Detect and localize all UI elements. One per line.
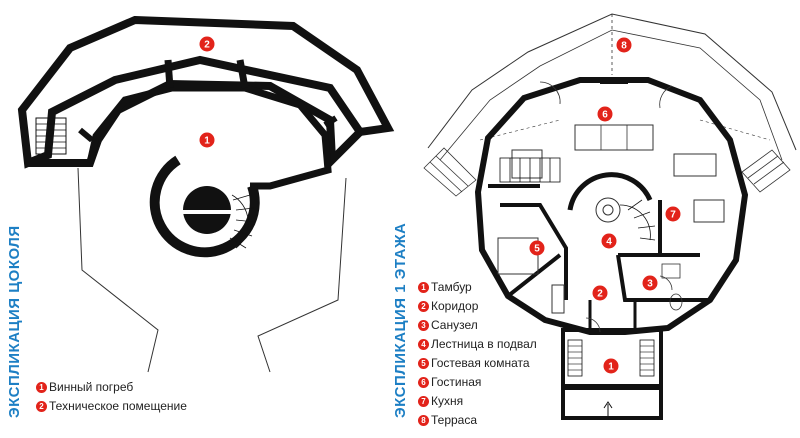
legend-label: Терраса (431, 413, 478, 427)
marker-basement-1: 1 (199, 132, 215, 148)
legend-item: 2 Техническое помещение (36, 397, 187, 416)
legend-number: 1 (418, 282, 429, 293)
basement-stair-left (35, 117, 67, 155)
legend-number: 1 (36, 382, 47, 393)
basement-legend: 1 Винный погреб 2 Техническое помещение (36, 378, 187, 416)
basement-plan (17, 15, 395, 373)
basement-outer-wall (17, 15, 395, 169)
marker-ff-1: 1 (603, 358, 619, 374)
legend-label: Тамбур (431, 280, 472, 294)
interior-wall-core (567, 172, 653, 211)
legend-item: 6 Гостиная (418, 373, 537, 392)
basement-outline (77, 167, 159, 373)
legend-item: 5 Гостевая комната (418, 354, 537, 373)
svg-text:1: 1 (608, 362, 614, 373)
svg-text:2: 2 (597, 289, 603, 300)
legend-label: Винный погреб (49, 380, 134, 394)
svg-text:8: 8 (621, 41, 627, 52)
basement-cellar-wall (86, 84, 332, 190)
legend-number: 6 (418, 377, 429, 388)
legend-number: 3 (418, 320, 429, 331)
legend-item: 2 Коридор (418, 297, 537, 316)
legend-number: 2 (418, 301, 429, 312)
svg-text:3: 3 (647, 279, 653, 290)
marker-ff-5: 5 (529, 240, 545, 256)
legend-item: 7 Кухня (418, 392, 537, 411)
legend-label: Лестница в подвал (431, 337, 537, 351)
legend-label: Санузел (431, 318, 478, 332)
legend-item: 1 Тамбур (418, 278, 537, 297)
legend-label: Техническое помещение (49, 399, 187, 413)
basement-tower-wall (149, 155, 260, 258)
legend-label: Коридор (431, 299, 479, 313)
legend-number: 2 (36, 401, 47, 412)
legend-item: 1 Винный погреб (36, 378, 187, 397)
basement-outline-right (257, 177, 347, 373)
vestibule (561, 328, 663, 420)
svg-text:2: 2 (204, 40, 210, 51)
legend-label: Гостиная (431, 375, 482, 389)
marker-ff-3: 3 (642, 275, 658, 291)
legend-item: 8 Терраса (418, 411, 537, 430)
first-floor-markers: 8 6 7 5 4 3 2 1 (529, 37, 681, 374)
legend-number: 5 (418, 358, 429, 369)
first-floor-stair-left (499, 157, 561, 183)
terrace-steps-left (423, 147, 477, 197)
first-floor-plan (423, 13, 797, 420)
legend-number: 7 (418, 396, 429, 407)
interior-wall-corridor (588, 300, 637, 332)
basement-markers: 2 1 (199, 36, 215, 148)
marker-ff-7: 7 (665, 206, 681, 222)
first-floor-title: ЭКСПЛИКАЦИЯ 1 ЭТАЖА (392, 222, 409, 418)
svg-text:4: 4 (606, 237, 612, 248)
marker-ff-2: 2 (592, 285, 608, 301)
terrace-steps-right (741, 149, 791, 193)
legend-number: 8 (418, 415, 429, 426)
marker-ff-4: 4 (601, 233, 617, 249)
svg-text:5: 5 (534, 244, 540, 255)
marker-basement-2: 2 (199, 36, 215, 52)
legend-label: Кухня (431, 394, 464, 408)
first-floor-legend: 1 Тамбур 2 Коридор 3 Санузел 4 Лестница … (418, 278, 537, 430)
legend-label: Гостевая комната (431, 356, 530, 370)
legend-item: 3 Санузел (418, 316, 537, 335)
svg-text:6: 6 (602, 110, 608, 121)
first-floor-stair (619, 199, 656, 241)
interior-wall-guest (488, 184, 568, 300)
marker-ff-8: 8 (616, 37, 632, 53)
interior-wall-bath (616, 200, 710, 302)
basement-spiral-stair (229, 194, 256, 249)
svg-text:7: 7 (670, 210, 676, 221)
svg-text:1: 1 (204, 136, 210, 147)
marker-ff-6: 6 (597, 106, 613, 122)
basement-title: ЭКСПЛИКАЦИЯ ЦОКОЛЯ (6, 225, 23, 418)
legend-item: 4 Лестница в подвал (418, 335, 537, 354)
legend-number: 4 (418, 339, 429, 350)
